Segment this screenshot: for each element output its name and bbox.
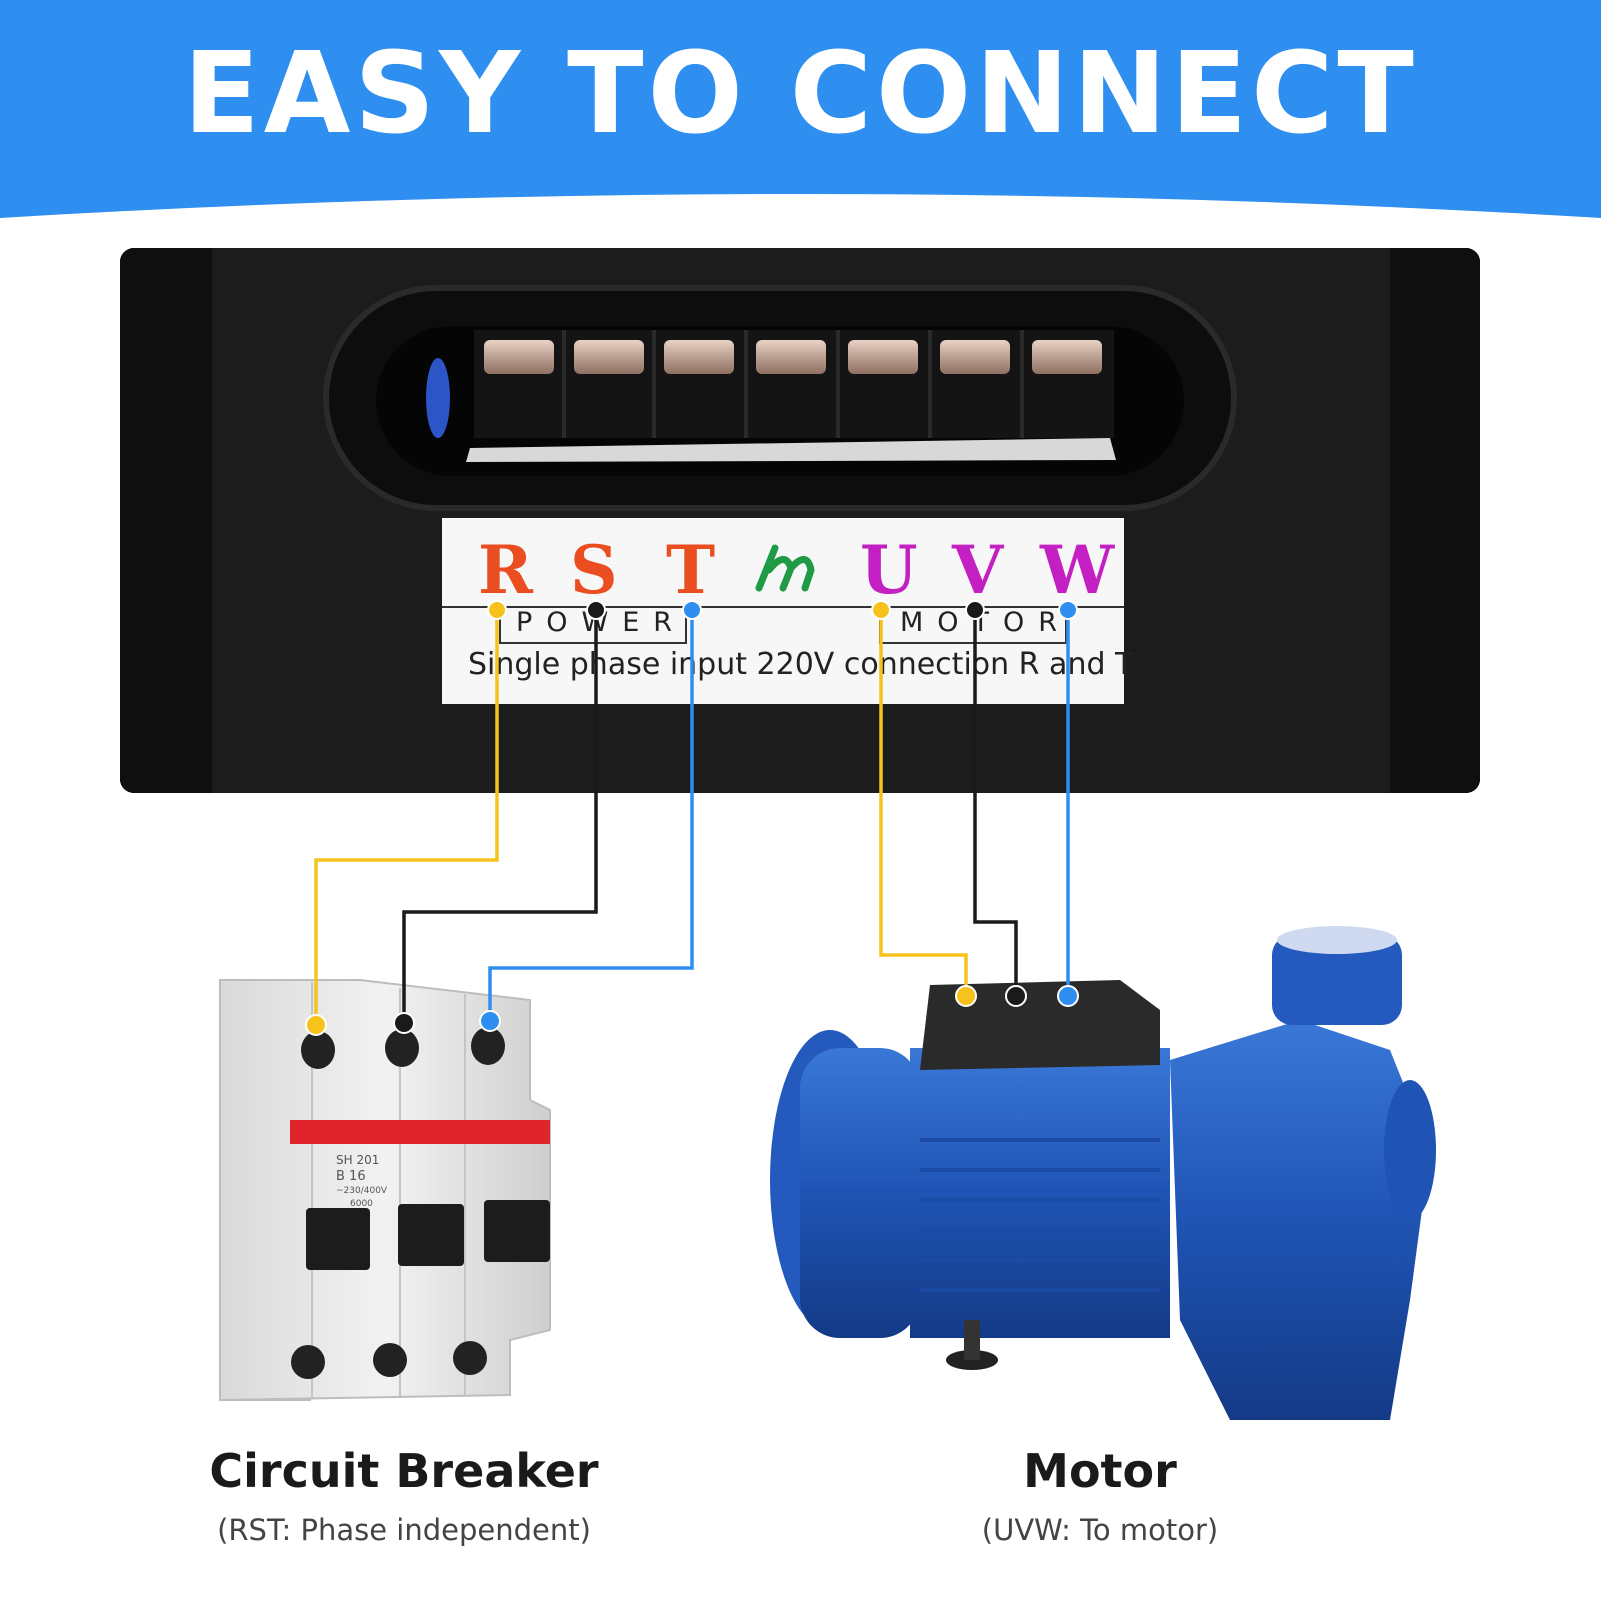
dot-motor-u xyxy=(955,985,977,1007)
dot-w xyxy=(1058,600,1078,620)
breaker-rating-model: SH 201 xyxy=(336,1153,379,1167)
wire-u-yellow xyxy=(879,610,968,996)
dot-breaker-2 xyxy=(393,1012,415,1034)
breaker-title: Circuit Breaker xyxy=(209,1444,599,1498)
dot-motor-v xyxy=(1005,985,1027,1007)
breaker-rating-curve: B 16 xyxy=(336,1169,366,1184)
dot-breaker-1 xyxy=(305,1014,327,1036)
motor-title: Motor xyxy=(1023,1444,1177,1498)
wire-t-blue xyxy=(488,610,694,1021)
ground-icon xyxy=(755,544,815,592)
dot-u xyxy=(871,600,891,620)
dot-motor-w xyxy=(1057,985,1079,1007)
breaker-rating-capacity: 6000 xyxy=(350,1199,373,1209)
breaker-subtitle: (RST: Phase independent) xyxy=(217,1513,591,1547)
motor-subtitle: (UVW: To motor) xyxy=(981,1513,1219,1547)
terminal-label-w: W xyxy=(1040,531,1115,609)
terminal-label-plate xyxy=(442,518,1124,704)
breaker-rating-voltage: ~230/400V xyxy=(336,1186,388,1196)
inverter-panel xyxy=(120,248,1480,793)
terminal-label-v: V xyxy=(952,531,1004,609)
inverter-body xyxy=(120,248,1480,793)
dot-s xyxy=(586,600,606,620)
terminal-label-t: T xyxy=(666,531,716,609)
dot-v xyxy=(965,600,985,620)
wire-v-black xyxy=(973,610,1018,996)
terminal-screws xyxy=(466,330,1116,462)
terminal-label-r: R xyxy=(478,531,533,609)
wiring-note: Single phase input 220V connection R and… xyxy=(468,647,1134,682)
breaker-toggle-levers xyxy=(306,1200,550,1270)
dot-t xyxy=(682,600,702,620)
terminal-label-u: U xyxy=(860,531,918,609)
dot-breaker-3 xyxy=(479,1010,501,1032)
banner-title: EASY TO CONNECT xyxy=(183,29,1418,159)
terminal-label-s: S xyxy=(570,531,618,609)
dot-r xyxy=(487,600,507,620)
header-banner xyxy=(0,0,1601,225)
wire-s-black xyxy=(402,610,598,1023)
wire-r-yellow xyxy=(314,610,499,1025)
motor-terminal-box xyxy=(920,980,1160,1070)
